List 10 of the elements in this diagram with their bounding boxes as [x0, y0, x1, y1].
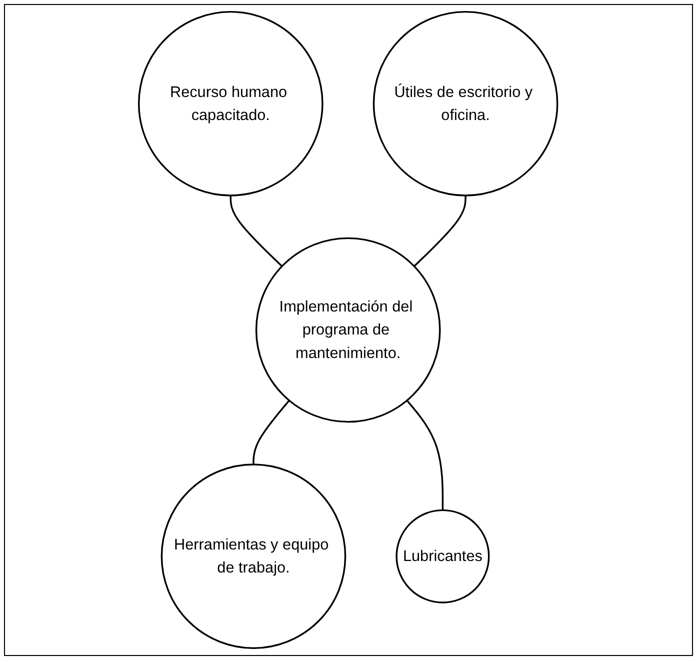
- connector: [253, 400, 290, 465]
- node-circle: [161, 464, 347, 649]
- node-circle: [138, 10, 324, 196]
- node-circle: [396, 509, 490, 604]
- connector: [406, 400, 444, 510]
- connector: [414, 195, 467, 267]
- connector: [230, 195, 283, 267]
- node-circle: [373, 10, 559, 196]
- diagram-frame: Recurso humano capacitado. Útiles de escritorio y oficina. Implementación del programa de mantenimiento. Herramientas y equipo de trabajo. Lubricantes: [4, 4, 693, 656]
- node-circle: [256, 237, 442, 423]
